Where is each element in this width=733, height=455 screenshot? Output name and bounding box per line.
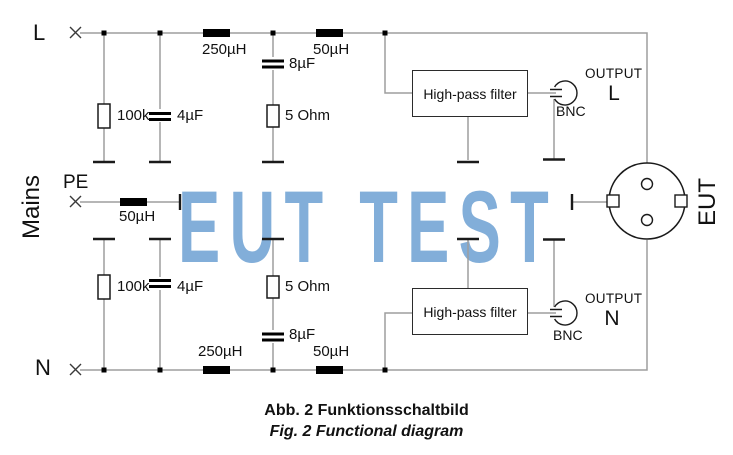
- capacitor-4uf-top-label: 4µF: [177, 107, 204, 124]
- branch-filter-bottom-input: [384, 312, 412, 370]
- resistor-100k-top-icon: [97, 103, 111, 129]
- capacitor-8uf-top-icon: [262, 59, 284, 69]
- inductor-250uh-bottom-icon: [203, 366, 230, 374]
- output-top-label: OUTPUT: [585, 66, 643, 81]
- resistor-5ohm-bottom-icon: [266, 275, 280, 299]
- socket-notch-right-icon: [674, 194, 688, 208]
- socket-pin-bottom-icon: [640, 213, 654, 227]
- l-line-wire: [80, 32, 648, 164]
- wires: [80, 32, 648, 371]
- caption-line1: Abb. 2 Funktionsschaltbild: [264, 402, 469, 419]
- resistor-5ohm-top-icon: [266, 104, 280, 128]
- inductor-50uh-bottom-label: 50µH: [313, 343, 350, 360]
- inductor-50uh-pe-icon: [120, 198, 147, 206]
- inductor-50uh-top-icon: [316, 29, 343, 37]
- terminal-bars: [93, 158, 574, 241]
- bnc-bottom-icon: [550, 300, 578, 326]
- branch-filter-top-input: [384, 33, 412, 94]
- mains-label: Mains: [18, 174, 45, 240]
- capacitor-4uf-top-icon: [149, 112, 171, 121]
- bnc-bottom-label: BNC: [553, 327, 583, 343]
- capacitor-8uf-bottom-icon-plates: [149, 279, 171, 288]
- eut-socket-icon: [606, 162, 688, 240]
- inductors: [120, 29, 343, 374]
- capacitors: [149, 57, 284, 343]
- inductor-250uh-top-label: 250µH: [202, 41, 247, 58]
- highpass-filter-label: High-pass filter: [423, 303, 517, 320]
- terminal-x-pe-icon: [69, 195, 82, 208]
- inductor-250uh-top-icon: [203, 29, 230, 37]
- socket-pin-top-icon: [640, 177, 654, 191]
- mains-terminal-icons: [69, 26, 82, 376]
- inductor-50uh-top-label: 50µH: [313, 41, 350, 58]
- highpass-filter-label: High-pass filter: [423, 85, 517, 102]
- output-l-label: L: [608, 82, 620, 105]
- resistor-5ohm-bottom-label: 5 Ohm: [285, 278, 331, 295]
- terminal-x-l-icon: [69, 26, 82, 39]
- output-bottom-label: OUTPUT: [585, 291, 643, 306]
- output-n-label: N: [604, 307, 620, 330]
- highpass-filter-box-top: High-pass filter: [412, 70, 528, 117]
- terminal-x-n-icon: [69, 363, 82, 376]
- capacitor-4uf-bottom-label: 4µF: [177, 278, 204, 295]
- resistor-100k-bottom-icon: [97, 274, 111, 300]
- bnc-top-label: BNC: [556, 103, 586, 119]
- bnc-top-icon: [550, 80, 578, 106]
- caption-line2: Fig. 2 Functional diagram: [269, 423, 464, 440]
- n-line-wire: [80, 240, 648, 371]
- junction-dots: [101, 30, 388, 373]
- inductor-50uh-pe-label: 50µH: [119, 208, 156, 225]
- capacitor-8uf-bottom-label: 8µF: [289, 326, 316, 343]
- resistor-100k-bottom-label: 100k: [117, 278, 150, 295]
- socket-notch-left-icon: [606, 194, 620, 208]
- highpass-filter-box-bottom: High-pass filter: [412, 288, 528, 335]
- resistor-100k-top-label: 100k: [117, 107, 150, 124]
- inductor-250uh-bottom-label: 250µH: [198, 343, 243, 360]
- line-n-label: N: [35, 355, 51, 380]
- watermark-text: EUT TEST: [178, 170, 559, 284]
- line-pe-label: PE: [63, 172, 89, 193]
- eut-label: EUT: [694, 178, 721, 226]
- line-l-label: L: [33, 20, 46, 45]
- bnc-connectors: [550, 80, 578, 326]
- resistors: [97, 103, 280, 300]
- capacitor-8uf-top-label: 8µF: [289, 55, 316, 72]
- inductor-50uh-bottom-icon: [316, 366, 343, 374]
- resistor-5ohm-top-label: 5 Ohm: [285, 107, 331, 124]
